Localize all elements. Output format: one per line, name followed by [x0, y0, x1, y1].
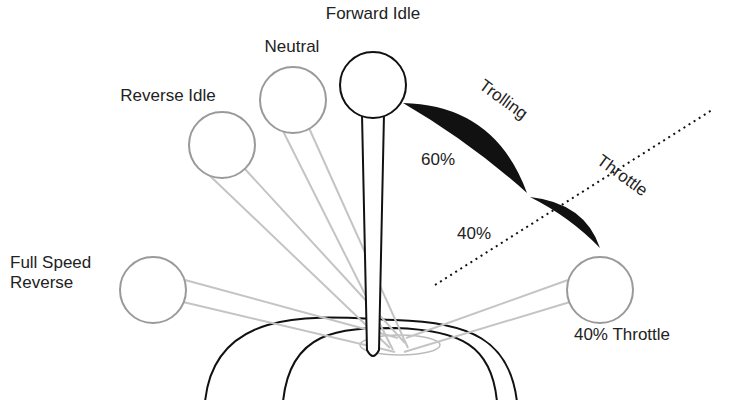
forward-knob	[340, 52, 406, 118]
position-label: Reverse Idle	[120, 86, 215, 106]
housing-outline	[283, 328, 497, 400]
percent-label: 40%	[457, 224, 491, 244]
position-label: Full Speed Reverse	[10, 253, 110, 294]
range-label: Throttle	[593, 151, 652, 201]
position-label: Neutral	[265, 37, 320, 57]
range-label: Trolling	[475, 76, 532, 125]
position-label: Forward Idle	[326, 4, 420, 24]
throttle-range	[530, 197, 600, 248]
housing-outline	[205, 318, 517, 400]
forward-lever	[362, 114, 384, 356]
percent-label: 60%	[421, 150, 455, 170]
position-label: 40% Throttle	[574, 325, 670, 345]
